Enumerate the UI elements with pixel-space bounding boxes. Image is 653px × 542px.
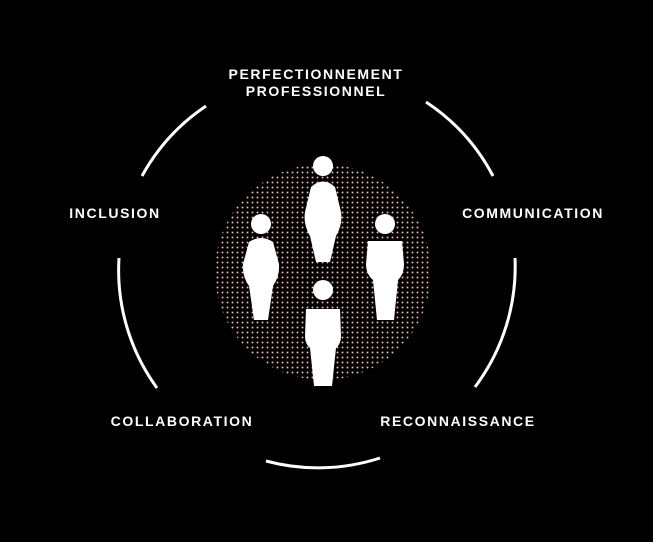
ring-arc-bottom: [265, 456, 381, 470]
label-perfectionnement-professionnel: PERFECTIONNEMENT PROFESSIONNEL: [196, 66, 436, 100]
label-communication: COMMUNICATION: [462, 205, 604, 221]
label-top-line1: PERFECTIONNEMENT: [228, 66, 404, 82]
label-inclusion: INCLUSION: [69, 205, 161, 221]
ring-arc-left: [117, 257, 159, 389]
person-icon: [304, 156, 342, 262]
ring-arc-top-right: [425, 100, 495, 177]
person-icon: [305, 280, 341, 386]
ring-arc-top-left: [140, 104, 207, 177]
label-reconnaissance: RECONNAISSANCE: [380, 413, 536, 429]
people-group: [242, 156, 404, 386]
person-icon: [242, 214, 280, 320]
person-icon: [366, 214, 404, 320]
label-collaboration: COLLABORATION: [110, 413, 254, 429]
outer-ring: [117, 100, 517, 470]
label-top-line2: PROFESSIONNEL: [245, 83, 387, 99]
ring-arc-right: [473, 257, 517, 388]
